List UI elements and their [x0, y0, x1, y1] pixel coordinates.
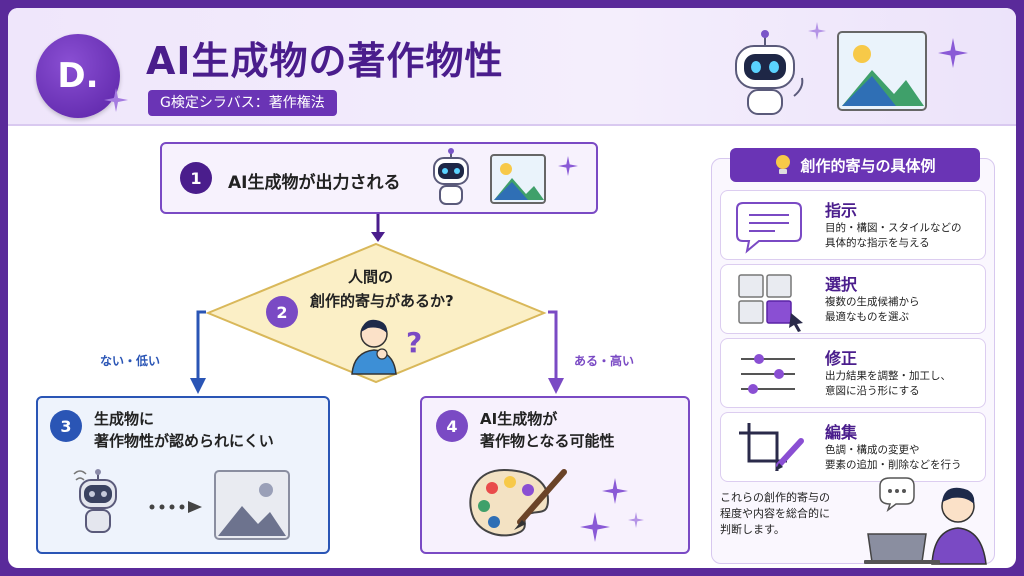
examples-title: 創作的寄与の具体例 — [730, 148, 980, 182]
step2-line2: 創作的寄与があるか? — [310, 292, 454, 310]
step3-line2: 著作物性が認められにくい — [94, 432, 274, 450]
example-desc: 複数の生成候補から最適なものを選ぶ — [825, 296, 920, 323]
person-laptop-icon — [864, 477, 987, 565]
sparkle-icon — [602, 478, 628, 504]
robot-icon — [735, 30, 804, 115]
header-divider — [8, 124, 1016, 126]
sparkle-icon — [558, 156, 578, 176]
logo: D. — [36, 34, 120, 118]
example-heading: 指示 — [825, 201, 858, 220]
decision-diamond — [205, 242, 547, 384]
syllabus-badge: G検定シラバス：著作権法 — [148, 90, 337, 116]
slide-frame: D. AI生成物の著作物性 G検定シラバス：著作権法 1 AI生成物が出力される — [8, 8, 1016, 568]
step1-text: AI生成物が出力される — [228, 173, 401, 193]
question-mark-icon: ? — [406, 326, 422, 359]
gray-image-icon — [214, 470, 290, 540]
step3-line1: 生成物に — [94, 410, 155, 428]
landscape-image-icon — [490, 154, 546, 204]
step3-number: 3 — [50, 410, 82, 442]
example-card-modification: 修正 出力結果を調整・加工し、意図に沿う形にする — [720, 338, 986, 408]
dotted-arrow — [149, 501, 202, 513]
example-heading: 選択 — [825, 275, 858, 294]
arrow-down — [371, 214, 385, 242]
sparkle-icon — [628, 512, 644, 528]
page-title: AI生成物の著作物性 — [146, 39, 504, 83]
example-heading: 編集 — [825, 423, 858, 442]
step2-number: 2 — [266, 296, 298, 328]
thinking-person-icon — [351, 319, 397, 375]
crop-pencil-icon — [739, 423, 804, 471]
sparkle-icon — [580, 512, 610, 542]
example-heading: 修正 — [825, 349, 858, 368]
example-card-editing: 編集 色調・構成の変更や要素の追加・削除などを行う — [720, 412, 986, 482]
logo-text: D. — [57, 56, 99, 96]
step1-number: 1 — [180, 162, 212, 194]
step4-line1: AI生成物が — [480, 410, 558, 428]
step4-number: 4 — [436, 410, 468, 442]
lightbulb-icon — [776, 155, 791, 174]
example-desc: 出力結果を調整・加工し、意図に沿う形にする — [825, 370, 951, 397]
example-card-selection: 選択 複数の生成候補から最適なものを選ぶ — [720, 264, 986, 334]
examples-note: これらの創作的寄与の 程度や内容を総合的に 判断します。 — [720, 491, 830, 536]
sparkle-icon — [808, 22, 826, 40]
examples-title-text: 創作的寄与の具体例 — [800, 156, 936, 175]
step4-line2: 著作物となる可能性 — [480, 432, 615, 450]
chat-bubble-icon — [736, 202, 802, 254]
label-yes: ある・高い — [574, 354, 635, 368]
landscape-image-icon — [837, 31, 927, 111]
robot-icon — [433, 148, 469, 205]
example-card-instruction: 指示 目的・構図・スタイルなどの具体的な指示を与える — [720, 190, 986, 260]
example-desc: 色調・構成の変更や要素の追加・削除などを行う — [825, 444, 962, 471]
sparkle-icon — [938, 38, 968, 68]
robot-icon — [73, 469, 117, 533]
palette-brush-icon — [469, 468, 567, 537]
arrow-yes — [548, 310, 564, 394]
example-desc: 目的・構図・スタイルなどの具体的な指示を与える — [825, 222, 962, 249]
label-no: ない・低い — [100, 354, 161, 368]
image-grid-select-icon — [738, 274, 803, 332]
sliders-icon — [741, 354, 795, 394]
arrow-no — [190, 310, 206, 394]
step2-line1: 人間の — [348, 268, 394, 286]
svg-text:?: ? — [406, 326, 422, 359]
sparkle-icon — [104, 88, 128, 112]
